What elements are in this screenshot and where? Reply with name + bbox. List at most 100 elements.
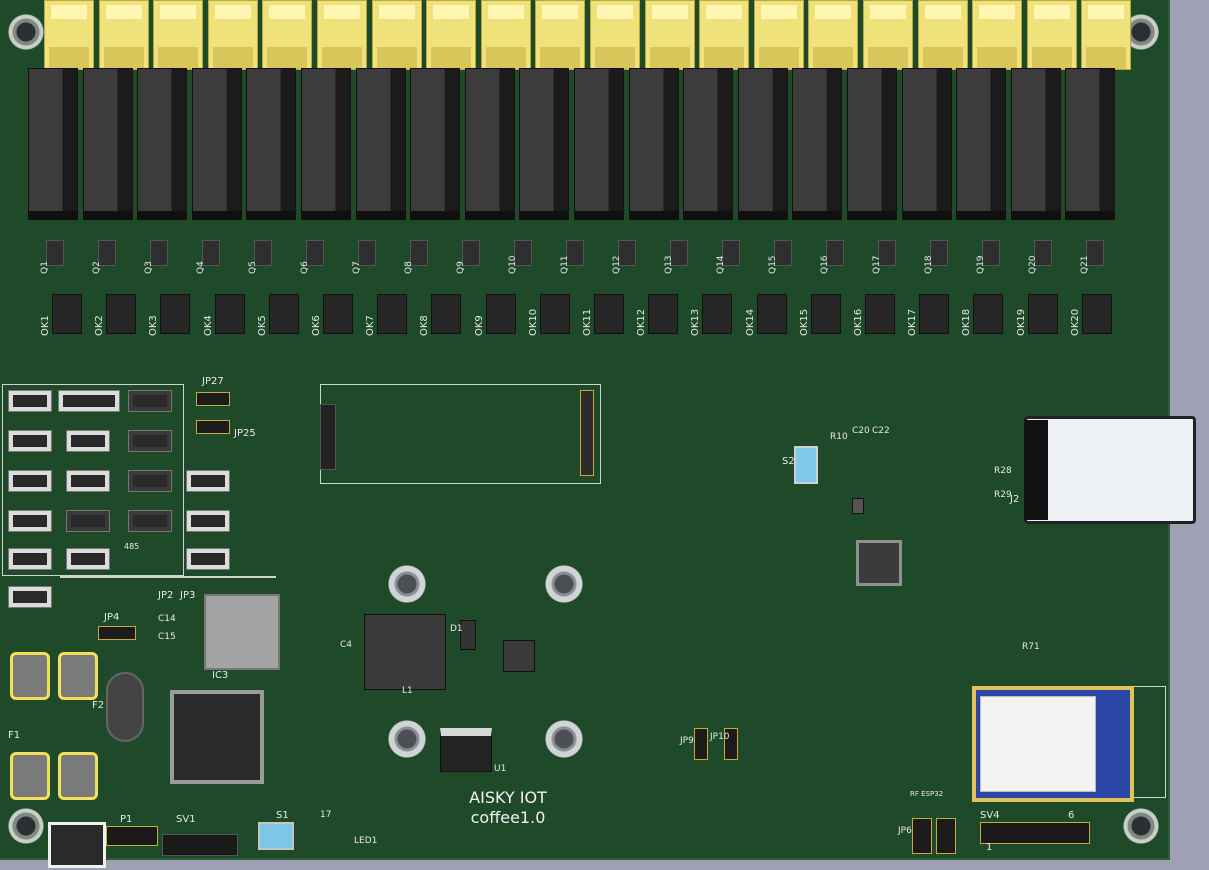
relay (355, 68, 406, 220)
jumper-jp25[interactable] (196, 420, 230, 434)
transistor (462, 240, 480, 266)
terminal-block[interactable] (590, 0, 640, 70)
terminal-block[interactable] (917, 0, 968, 70)
relay (519, 68, 570, 220)
transistor-label: Q8 (404, 261, 414, 274)
optocoupler-label: OK8 (419, 315, 431, 336)
jst-connector[interactable] (186, 470, 230, 492)
relay (137, 68, 188, 220)
transistor-label: Q2 (92, 261, 102, 274)
microcontroller-ic (170, 690, 264, 784)
terminal-block[interactable] (371, 0, 422, 70)
c15-label: C15 (158, 632, 176, 642)
sv4-pin6-label: 6 (1068, 810, 1075, 821)
optocoupler (973, 294, 1004, 334)
jumper-jp7[interactable] (936, 818, 956, 854)
terminal-block[interactable] (1081, 0, 1132, 70)
jumper-jp10[interactable] (724, 728, 738, 760)
jst-connector[interactable] (66, 470, 110, 492)
terminal-block[interactable] (644, 0, 695, 70)
transistor-label: Q15 (768, 255, 778, 274)
jst-connector[interactable] (128, 430, 172, 452)
transistor (46, 240, 64, 266)
terminal-block[interactable] (317, 0, 367, 70)
c4-label: C4 (340, 640, 353, 650)
terminal-block[interactable] (426, 0, 477, 70)
transistor-label: Q16 (820, 255, 830, 274)
transistor-label: Q20 (1028, 255, 1038, 274)
relay (901, 68, 952, 220)
jst-connector[interactable] (8, 470, 52, 492)
switch-s2[interactable] (794, 446, 818, 484)
led17-label: 17 (320, 810, 332, 820)
jst-connector[interactable] (8, 548, 52, 570)
sv4-pin1-label: 1 (986, 842, 993, 853)
rs485-label: 485 (124, 542, 140, 551)
mounting-hole-center-4 (541, 716, 587, 762)
crystal-small (852, 498, 864, 514)
jst-connector[interactable] (186, 510, 230, 532)
jumper-jp6[interactable] (912, 818, 932, 854)
jumper-jp4[interactable] (98, 626, 136, 640)
transistor (98, 240, 116, 266)
jst-connector[interactable] (8, 510, 52, 532)
jst-connector[interactable] (8, 390, 52, 412)
jst-connector[interactable] (186, 548, 230, 570)
relay (683, 68, 734, 220)
fuse-f2-b (58, 752, 98, 800)
transistor-label: Q13 (664, 255, 674, 274)
jst-connector[interactable] (128, 470, 172, 492)
r10-label: R10 (830, 432, 848, 442)
header-sv4[interactable] (980, 822, 1090, 844)
terminal-block[interactable] (699, 0, 750, 70)
ethernet-jack-j2[interactable] (1024, 416, 1196, 524)
terminal-block[interactable] (98, 0, 149, 70)
jst-connector[interactable] (8, 586, 52, 608)
optocoupler-label: OK3 (148, 315, 160, 336)
terminal-block[interactable] (207, 0, 258, 70)
u1-label: U1 (494, 764, 507, 774)
terminal-block[interactable] (808, 0, 859, 70)
optocoupler (865, 294, 895, 334)
terminal-block[interactable] (480, 0, 531, 70)
power-jack[interactable] (48, 822, 106, 868)
terminal-block[interactable] (153, 0, 204, 70)
jst-connector[interactable] (66, 430, 110, 452)
jst-connector[interactable] (8, 430, 52, 452)
header-p1[interactable] (106, 826, 158, 846)
button-s1[interactable] (258, 822, 294, 850)
optocoupler-label: OK13 (690, 308, 702, 336)
regulator-ic (503, 640, 535, 672)
optocoupler-label: OK15 (798, 308, 810, 336)
transistor-label: Q10 (508, 255, 518, 274)
esp32-shield-can (980, 696, 1096, 792)
transistor-label: Q7 (352, 261, 362, 274)
terminal-block[interactable] (863, 0, 913, 70)
relay (28, 68, 78, 220)
header-sv1[interactable] (162, 834, 238, 856)
transistor-label: Q6 (300, 261, 310, 274)
transistor-label: Q12 (612, 255, 622, 274)
jst-connector[interactable] (66, 510, 110, 532)
transistor (1086, 240, 1104, 266)
jst-connector[interactable] (66, 548, 110, 570)
jst-connector[interactable] (128, 510, 172, 532)
mounting-hole-center-3 (384, 716, 430, 762)
terminal-block[interactable] (535, 0, 586, 70)
jp6-label: JP6 (898, 826, 912, 836)
optocoupler-label: OK19 (1015, 308, 1027, 336)
terminal-block[interactable] (1026, 0, 1077, 70)
terminal-block[interactable] (972, 0, 1023, 70)
terminal-block[interactable] (753, 0, 804, 70)
mounting-hole-center-2 (541, 561, 587, 607)
optocoupler-label: OK11 (582, 308, 593, 336)
jumper-jp27[interactable] (196, 392, 230, 406)
jst-connector[interactable] (58, 390, 120, 412)
transistor-label: Q3 (144, 261, 154, 274)
jumper-jp9[interactable] (694, 728, 708, 760)
terminal-block[interactable] (262, 0, 313, 70)
terminal-block[interactable] (44, 0, 94, 70)
jst-connector[interactable] (128, 390, 172, 412)
jp25-label: JP25 (234, 428, 256, 439)
